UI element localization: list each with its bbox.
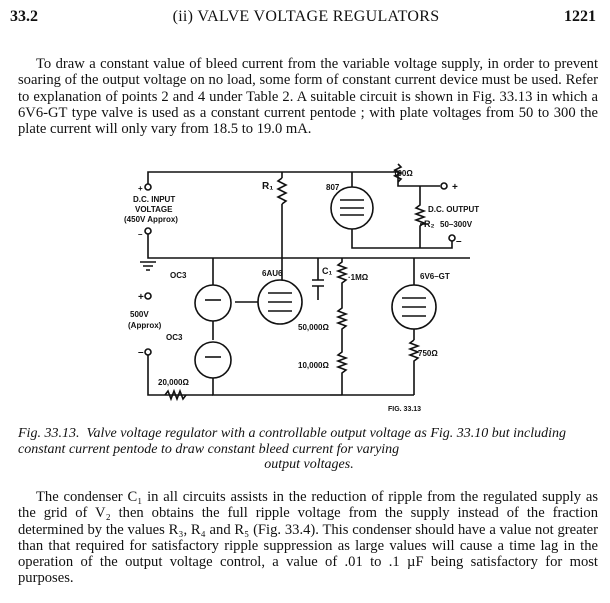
label-oc3-upper: OC3: [170, 271, 187, 280]
label-oc3-lower: OC3: [166, 333, 183, 342]
figure-number: FIG. 33.13: [388, 406, 421, 413]
running-title: (ii) VALVE VOLTAGE REGULATORS: [172, 8, 440, 25]
dc-input-label-2: VOLTAGE: [135, 205, 173, 214]
label-50k: 50,000Ω: [298, 323, 329, 332]
label-500v: 500V: [130, 310, 149, 319]
label-807: 807: [326, 183, 340, 192]
label-10k: 10,000Ω: [298, 361, 329, 370]
label-100-ohm: 100Ω: [393, 169, 413, 178]
circuit-wiring: [140, 163, 470, 402]
page-number: 1221: [564, 8, 596, 25]
label-r2: R₂: [424, 219, 435, 229]
label-500v-approx: (Approx): [128, 321, 162, 330]
section-number: 33.2: [10, 8, 38, 25]
paragraph-intro: To draw a constant value of bleed curren…: [18, 56, 598, 138]
dc-output-minus: –: [456, 236, 462, 247]
page-header: 33.2 (ii) VALVE VOLTAGE REGULATORS 1221: [10, 8, 602, 30]
label-r1: R₁: [262, 181, 273, 192]
dc-output-label-1: D.C. OUTPUT: [428, 205, 479, 214]
caption-line-1: Valve voltage regulator with a controlla…: [86, 426, 489, 441]
label-1-meg: ·1MΩ: [348, 273, 369, 282]
caption-line-2: but including constant current pentode t…: [18, 426, 567, 457]
label-750: 750Ω: [418, 349, 438, 358]
label-6au6: 6AU6: [262, 269, 283, 278]
dc-output-label-2: 50–300V: [440, 220, 473, 229]
label-c1: C₁: [322, 266, 332, 276]
figure-caption: Fig. 33.13. Valve voltage regulator with…: [18, 426, 600, 473]
input-500v-plus: +: [138, 292, 144, 303]
label-6v6gt: 6V6–GT: [420, 272, 450, 281]
paragraph-condenser: The condenser C₁ in all circuits assists…: [18, 489, 598, 587]
caption-line-3: output voltages.: [264, 457, 354, 472]
figure-labels: + D.C. INPUT VOLTAGE (450V Approx) – R₁ …: [124, 169, 479, 413]
dc-input-minus: –: [138, 230, 143, 239]
dc-output-plus: +: [452, 182, 458, 193]
dc-input-label-1: D.C. INPUT: [133, 195, 175, 204]
caption-label: Fig. 33.13.: [18, 426, 80, 441]
dc-input-label-3: (450V Approx): [124, 215, 178, 224]
dc-input-plus: +: [138, 184, 143, 193]
label-20k: 20,000Ω: [158, 378, 189, 387]
input-500v-minus: –: [138, 347, 144, 358]
